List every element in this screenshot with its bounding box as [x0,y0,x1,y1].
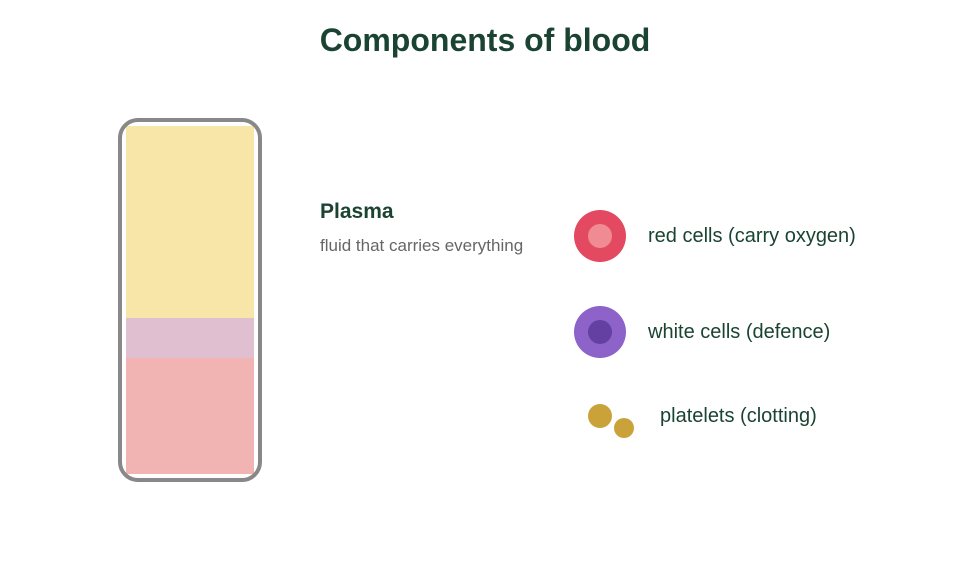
legend-label-white-cells: white cells (defence) [648,321,831,343]
plasma-layer [126,126,254,318]
test-tube [118,118,262,482]
platelets-icon [588,404,634,438]
plasma-label: Plasma [320,200,394,223]
page-title: Components of blood [319,22,651,58]
tube-outline [118,118,262,482]
legend-label-red-cells: red cells (carry oxygen) [648,225,856,247]
buffy-coat-layer [126,318,254,358]
plasma-description: fluid that carries everything [320,236,524,255]
red-cell-icon [574,210,626,262]
white-cell-icon [574,306,626,358]
red-cell-layer [126,358,254,474]
legend-label-platelets: platelets (clotting) [660,405,817,427]
